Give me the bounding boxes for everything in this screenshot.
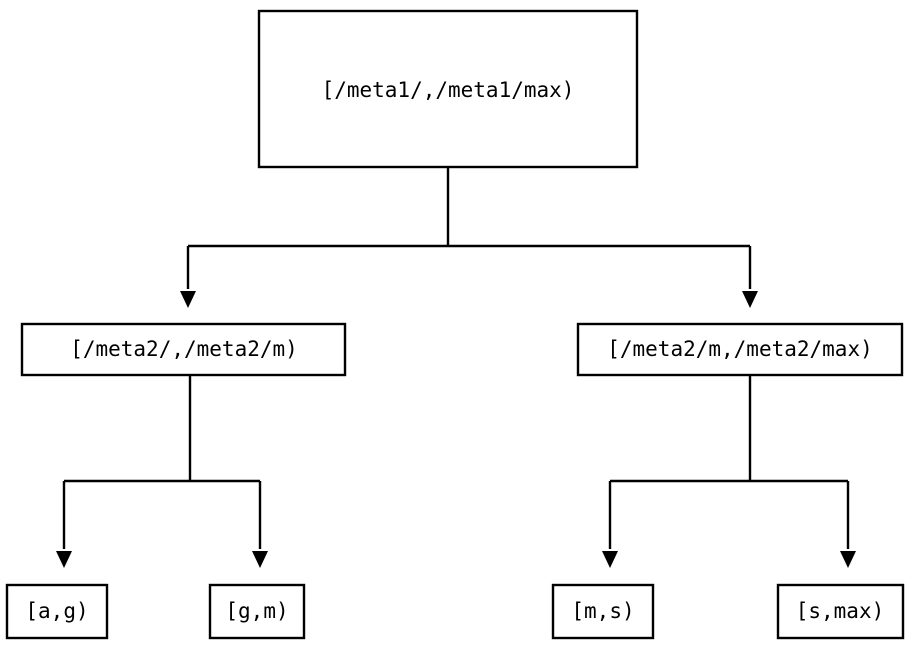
edge-group-mid-right [602, 375, 856, 568]
node-leaf-2[interactable]: [g,m) [208, 583, 306, 640]
node-leaf-1-box[interactable] [5, 583, 109, 640]
arrowhead-mid-left-to-leaf1 [56, 551, 72, 568]
edge-group-mid-left [56, 375, 268, 568]
node-mid-left-label: [/meta2/,/meta2/m) [70, 337, 298, 361]
node-root[interactable]: [/meta1/,/meta1/max) [257, 9, 639, 169]
node-leaf-3-box[interactable] [551, 583, 655, 640]
node-leaf-3-label: [m,s) [571, 599, 634, 623]
node-mid-right-label: [/meta2/m,/meta2/max) [607, 337, 873, 361]
node-root-box[interactable] [257, 9, 639, 169]
node-leaf-2-box[interactable] [208, 583, 306, 640]
node-mid-left[interactable]: [/meta2/,/meta2/m) [20, 322, 347, 377]
node-mid-left-box[interactable] [20, 322, 347, 377]
edge-group-root [180, 168, 758, 308]
node-mid-right[interactable]: [/meta2/m,/meta2/max) [576, 322, 904, 377]
arrowhead-mid-right-to-leaf3 [602, 551, 618, 568]
arrowhead-root-to-mid-left [180, 291, 196, 308]
arrowhead-mid-right-to-leaf4 [840, 551, 856, 568]
node-leaf-3[interactable]: [m,s) [551, 583, 655, 640]
arrowhead-root-to-mid-right [742, 291, 758, 308]
node-root-label: [/meta1/,/meta1/max) [322, 78, 575, 102]
node-leaf-1[interactable]: [a,g) [5, 583, 109, 640]
arrowhead-mid-left-to-leaf2 [252, 551, 268, 568]
node-mid-right-box[interactable] [576, 322, 904, 377]
node-leaf-2-label: [g,m) [225, 599, 288, 623]
node-leaf-4-box[interactable] [776, 583, 905, 640]
node-leaf-4[interactable]: [s,max) [776, 583, 905, 640]
node-leaf-4-label: [s,max) [796, 599, 885, 623]
node-leaf-1-label: [a,g) [25, 599, 88, 623]
